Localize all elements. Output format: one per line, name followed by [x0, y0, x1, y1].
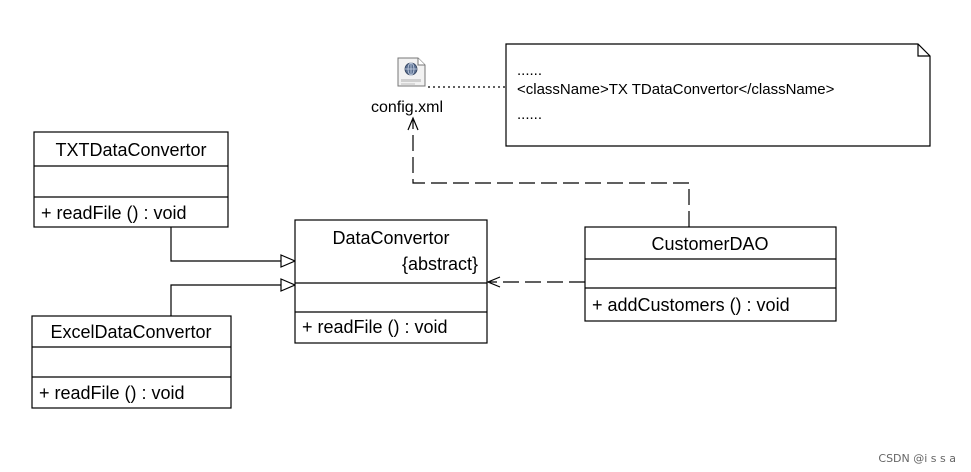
class-customerdao: CustomerDAO + addCustomers () : void — [584, 226, 837, 322]
note-fold — [917, 44, 930, 57]
operation: + readFile () : void — [302, 317, 448, 337]
dependency-config-arrowhead — [407, 116, 419, 131]
class-name: TXTDataConvertor — [55, 140, 206, 160]
class-name: CustomerDAO — [651, 234, 768, 254]
note: ...... <className>TX TDataConvertor</cla… — [505, 43, 931, 147]
note-line-1: ...... — [517, 62, 542, 79]
generalization-excel-arrowhead — [280, 278, 297, 292]
dependency-dataconvertor-arrowhead — [486, 276, 501, 288]
class-txtdataconvertor: TXTDataConvertor + readFile () : void — [33, 131, 229, 228]
class-dataconvertor: DataConvertor {abstract} + readFile () :… — [294, 219, 488, 344]
class-name: ExcelDataConvertor — [50, 322, 211, 342]
generalization-txt-line — [170, 227, 281, 262]
class-exceldataconvertor: ExcelDataConvertor + readFile () : void — [31, 315, 232, 409]
generalization-txt-arrowhead — [280, 254, 297, 268]
xml-file-icon — [397, 57, 426, 87]
class-name: DataConvertor — [332, 228, 449, 248]
operation: + readFile () : void — [41, 203, 187, 223]
generalization-excel-line — [170, 284, 281, 316]
note-line-3: ...... — [517, 106, 542, 123]
config-xml-label: config.xml — [371, 99, 443, 116]
note-line-2: <className>TX TDataConvertor</className> — [517, 81, 835, 98]
note-body — [505, 43, 931, 147]
watermark: CSDN @i s s a — [878, 452, 956, 465]
dependency-config-line — [412, 120, 690, 227]
operation: + readFile () : void — [39, 383, 185, 403]
class-stereotype: {abstract} — [402, 254, 478, 274]
operation: + addCustomers () : void — [592, 295, 790, 315]
